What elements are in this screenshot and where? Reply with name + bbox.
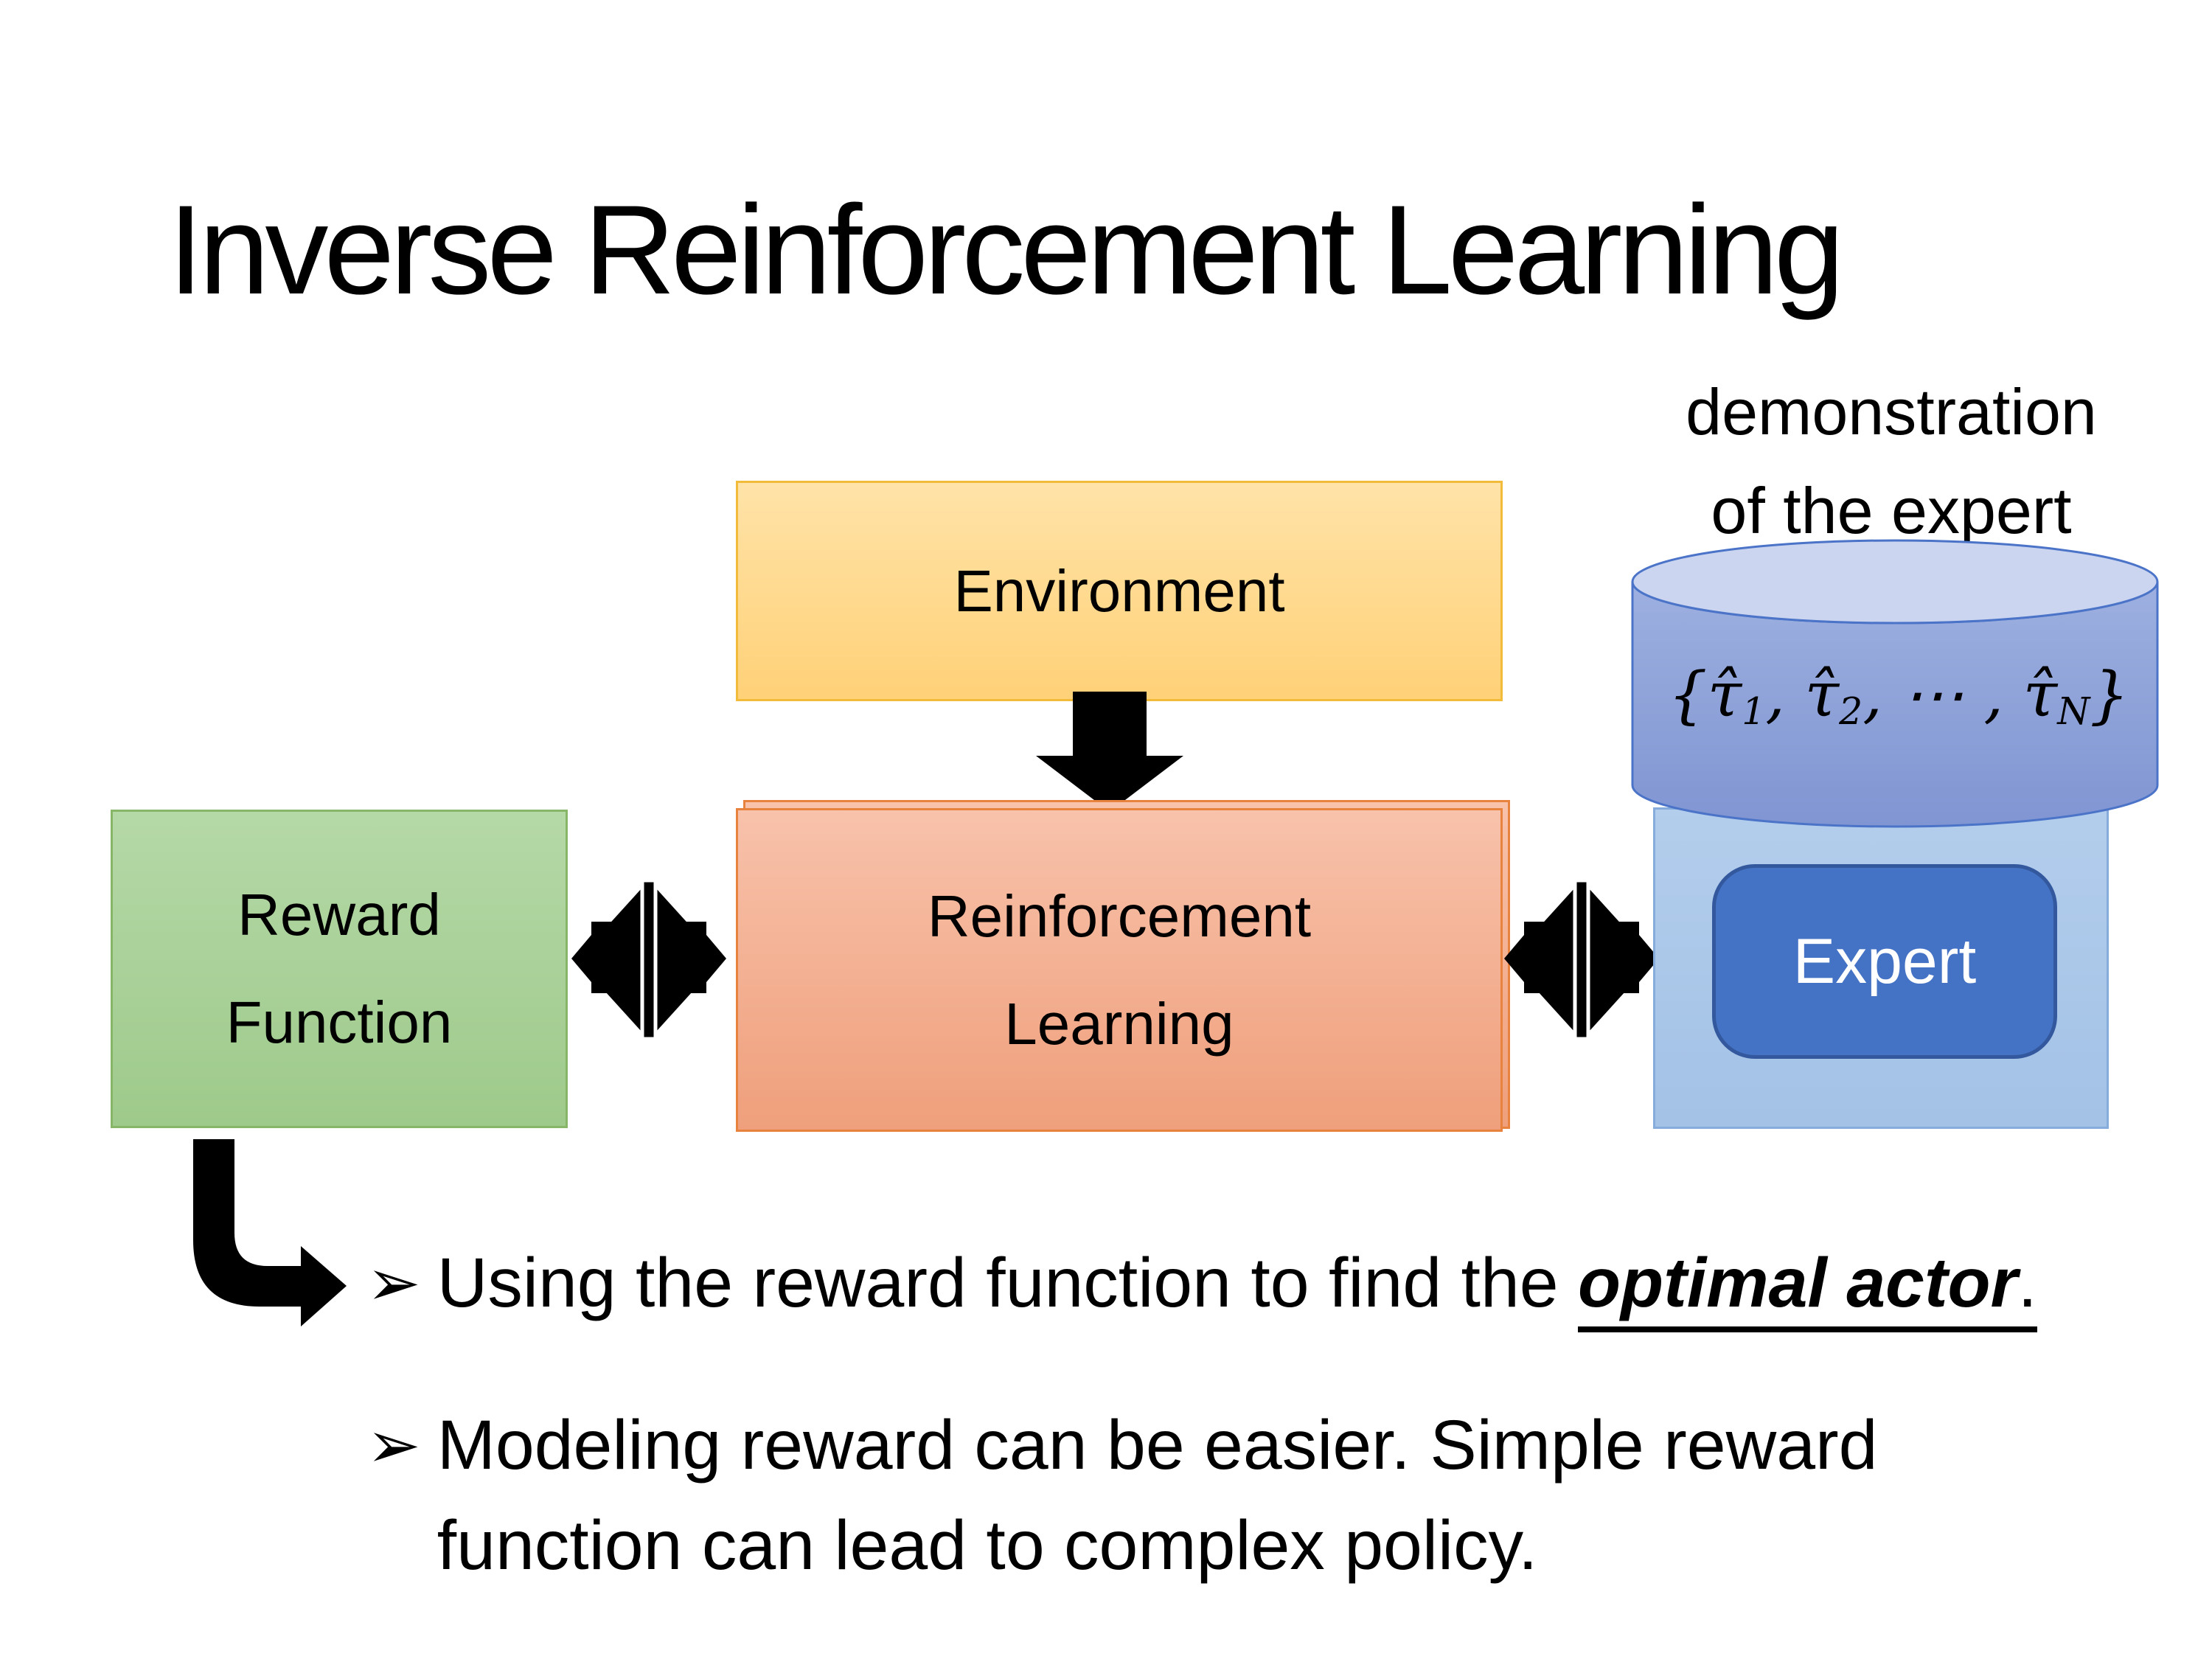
environment-box: Environment (736, 481, 1503, 701)
formula-sub-2: 2 (1839, 689, 1863, 734)
reward-function-label-line1: Reward (237, 882, 441, 947)
bullet-item-1-underlined: optimal actor. (1578, 1244, 2037, 1332)
bent-right-arrow-icon (193, 1139, 347, 1326)
bullet-item-1-pre: Using the reward function to find the (437, 1244, 1579, 1322)
trajectory-set-formula: {τ̂1, τ̂2, ⋯ , τ̂N} (1630, 658, 2168, 734)
database-cylinder-icon (1631, 539, 2159, 828)
formula-open-brace: { (1668, 658, 1708, 731)
expert-box: Expert (1712, 864, 2057, 1059)
bullet-item-2-line1: Modeling reward can be easier. Simple re… (437, 1406, 1878, 1484)
bidirectional-exchange-arrow-left-icon (571, 879, 726, 1041)
formula-comma-2: , (1863, 658, 1882, 731)
reinforcement-learning-box: Reinforcement Learning (736, 808, 1503, 1132)
bullet-item-2: ➢ Modeling reward can be easier. Simple … (366, 1395, 1878, 1596)
demonstration-caption: demonstration of the expert (1585, 363, 2197, 560)
formula-tau-2: τ̂ (1804, 658, 1840, 731)
expert-label: Expert (1792, 925, 1977, 997)
bullet-item-2-line2: function can lead to complex policy. (437, 1506, 1538, 1585)
bullet-arrow-icon: ➢ (366, 1407, 421, 1483)
bullet-item-1-period: . (2017, 1244, 2037, 1322)
environment-label: Environment (953, 557, 1285, 624)
formula-sub-1: 1 (1742, 689, 1766, 734)
bullet-item-1-emphasis: optimal actor (1578, 1244, 2018, 1322)
demonstration-caption-line1: demonstration (1686, 375, 2097, 448)
reward-function-label: Reward Function (226, 861, 453, 1077)
formula-comma-3: , (1983, 658, 2004, 731)
reinforcement-learning-label-line1: Reinforcement (927, 883, 1312, 949)
formula-sub-n: N (2057, 689, 2090, 734)
bullet-arrow-icon: ➢ (366, 1245, 421, 1321)
formula-comma-1: , (1765, 658, 1785, 731)
reward-function-box: Reward Function (111, 810, 568, 1128)
demonstration-caption-line2: of the expert (1711, 474, 2072, 547)
page-title: Inverse Reinforcement Learning (168, 179, 1845, 321)
bullet-item-1: ➢ Using the reward function to find the … (366, 1233, 2037, 1333)
bullet-item-1-text: Using the reward function to find the op… (437, 1233, 2037, 1333)
bidirectional-exchange-arrow-right-icon (1504, 879, 1659, 1041)
down-arrow-icon (1036, 692, 1183, 812)
reinforcement-learning-label: Reinforcement Learning (928, 863, 1311, 1078)
reward-function-label-line2: Function (226, 990, 453, 1055)
formula-close-brace: } (2090, 658, 2129, 731)
reinforcement-learning-label-line2: Learning (1004, 990, 1234, 1057)
formula-dots: ⋯ (1902, 658, 1964, 731)
formula-tau-n: τ̂ (2023, 658, 2058, 731)
bullet-item-2-text: Modeling reward can be easier. Simple re… (437, 1395, 1878, 1596)
formula-tau-1: τ̂ (1707, 658, 1742, 731)
